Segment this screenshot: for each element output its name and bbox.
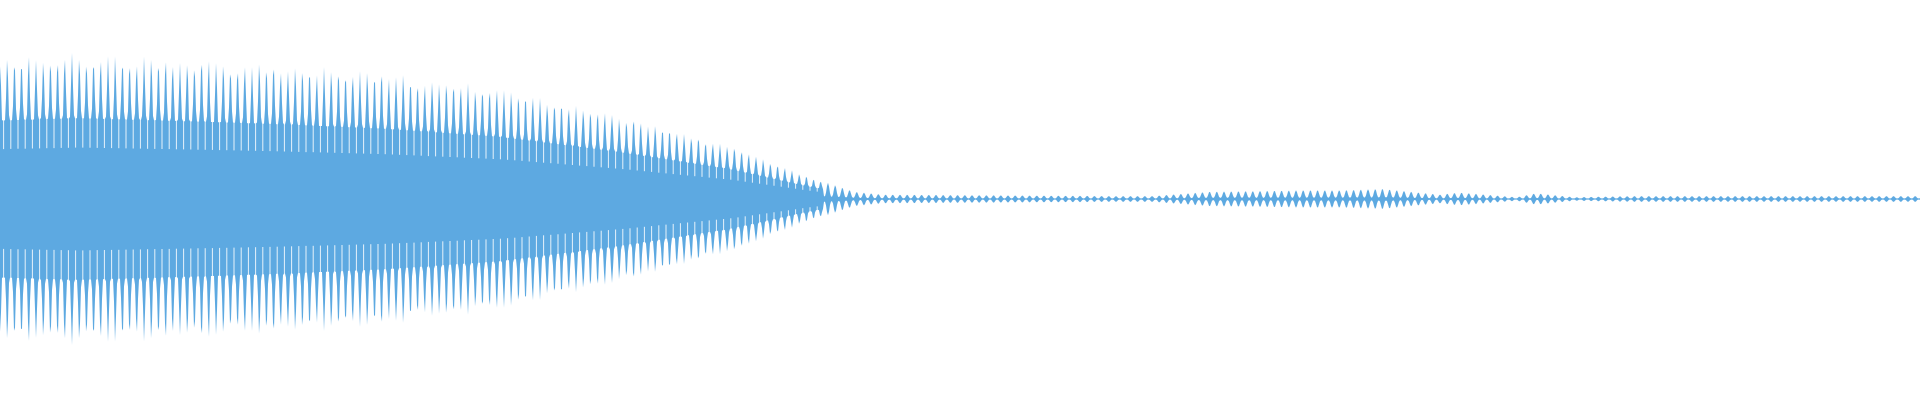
waveform-svg <box>0 52 1920 346</box>
waveform-display <box>0 52 1920 346</box>
